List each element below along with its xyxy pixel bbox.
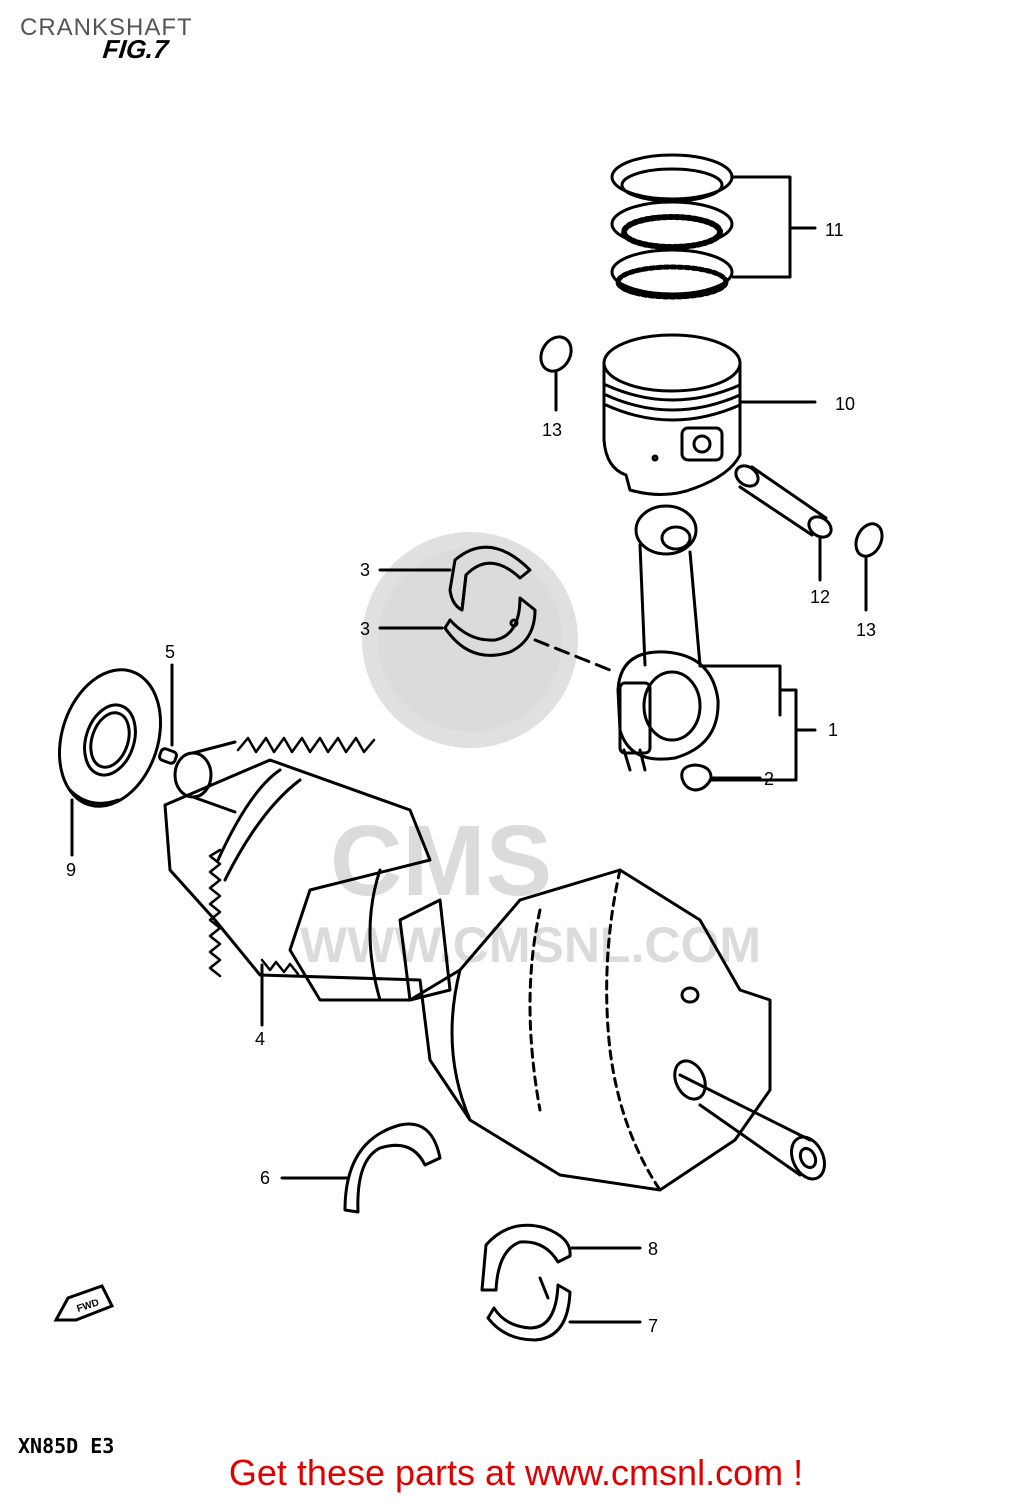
- part-number-10: 10: [835, 394, 855, 414]
- part-number-3b: 3: [360, 619, 370, 639]
- watermark-url: WWW.CMSNL.COM: [300, 917, 761, 973]
- leader-1: [698, 664, 817, 782]
- part-number-12: 12: [810, 587, 830, 607]
- connecting-rod: [616, 504, 720, 772]
- cta-link[interactable]: Get these parts at www.cmsnl.com !: [228, 1452, 804, 1493]
- assembly-line: [533, 638, 617, 674]
- page-title: CRANKSHAFT: [20, 14, 193, 41]
- part-number-8: 8: [648, 1239, 658, 1259]
- part-number-1: 1: [828, 720, 838, 740]
- watermark-brand: CMS: [330, 805, 552, 917]
- crank-bearing-upper: [480, 1223, 572, 1292]
- part-number-5: 5: [165, 642, 175, 662]
- circlip-left: [539, 335, 573, 373]
- part-number-9: 9: [66, 860, 76, 880]
- dowel-pin: [158, 747, 178, 765]
- crankshaft: [163, 736, 826, 1192]
- part-number-7: 7: [648, 1316, 658, 1336]
- model-code: XN85D E3: [18, 1434, 115, 1458]
- watermark: CMS WWW.CMSNL.COM: [300, 532, 761, 973]
- part-number-13a: 13: [542, 420, 562, 440]
- piston-pin: [734, 464, 833, 539]
- leader-11: [731, 175, 817, 279]
- part-number-2: 2: [764, 769, 774, 789]
- part-number-13b: 13: [856, 620, 876, 640]
- thrust-bearing: [343, 1122, 442, 1214]
- piston-rings: [610, 153, 734, 300]
- exploded-parts-diagram: CMS WWW.CMSNL.COM: [53, 153, 884, 1342]
- forward-arrow-icon: FWD: [53, 1284, 115, 1322]
- conrod-bearing-lower: [443, 596, 537, 657]
- conrod-bearing-upper: [448, 545, 532, 612]
- circlip-right: [854, 522, 884, 558]
- part-number-4: 4: [255, 1029, 265, 1049]
- piston: [602, 333, 742, 497]
- leader-3: [378, 568, 452, 630]
- part-number-6: 6: [260, 1168, 270, 1188]
- rod-nut: [680, 763, 713, 792]
- crank-bearing-lower: [486, 1276, 572, 1342]
- oil-seal: [57, 668, 163, 808]
- part-number-3a: 3: [360, 560, 370, 580]
- part-number-11: 11: [825, 220, 844, 240]
